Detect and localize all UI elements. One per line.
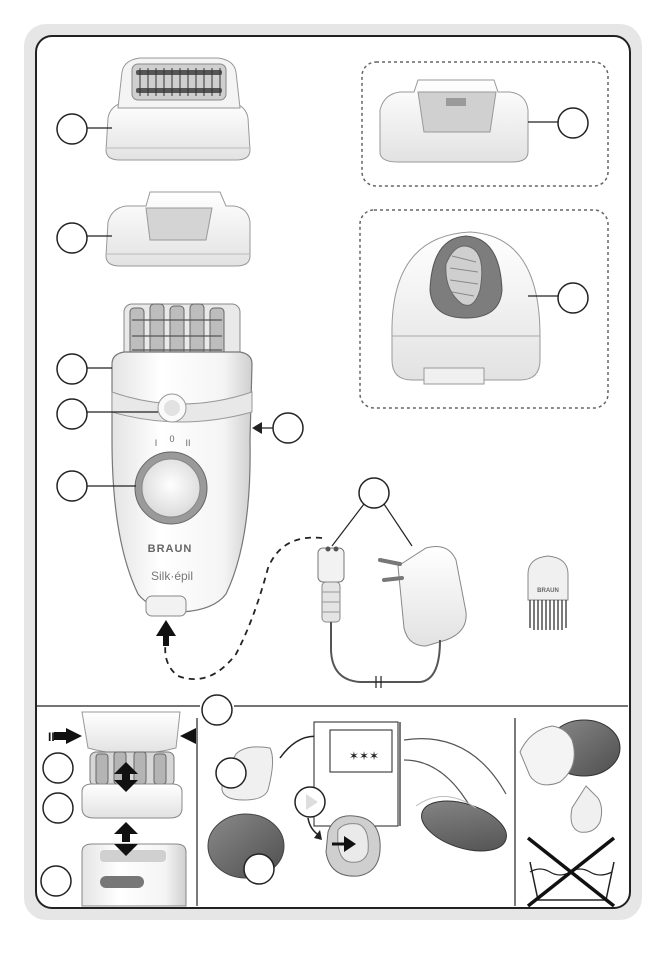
shaver-cap [380,80,528,162]
callout-circle [57,114,87,144]
callout-circle [57,354,87,384]
product-name: Silk·épil [151,569,193,583]
arrow-label: II [48,730,55,744]
exfoliation-attachment [392,232,540,384]
callout-circle [359,478,389,508]
callout-circle [273,413,303,443]
speed-dial[interactable] [142,459,200,517]
callout-circle [57,471,87,501]
callout-circle [41,866,71,896]
switch-pos-1: I [155,438,158,448]
freezer-stars: ✶✶✶ [349,749,379,763]
callout-circle [244,854,274,884]
callout-circle [558,108,588,138]
callout-circle [57,223,87,253]
switch-pos-2: II [185,438,190,448]
connector-plug [318,547,344,623]
release-button-inner [164,400,180,416]
switch-pos-off: 0 [169,434,174,444]
callout-circle [43,753,73,783]
callout-circle [57,399,87,429]
callout-circle [202,695,232,725]
brush-logo: BRAUN [537,588,559,594]
callout-circle [558,283,588,313]
callout-circle [216,758,246,788]
epilation-cap [106,58,250,160]
brand-logo: BRAUN [148,543,193,555]
callout-circle [43,793,73,823]
